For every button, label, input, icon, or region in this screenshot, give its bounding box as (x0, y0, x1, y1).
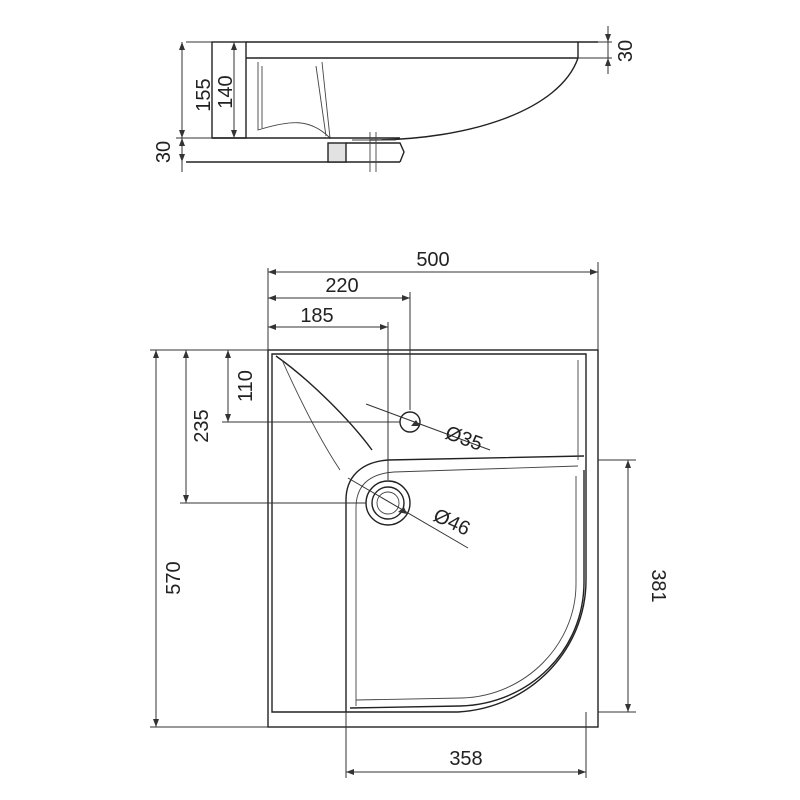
arrow (268, 324, 276, 330)
arrow (268, 269, 276, 275)
arrow (179, 138, 185, 146)
arrow (153, 350, 159, 358)
drain-diameter-label: Ø46 (430, 505, 474, 541)
drain-outline (327, 142, 347, 163)
arrowheads (153, 34, 631, 775)
arrow (183, 350, 189, 358)
dim-140-label: 140 (215, 75, 237, 108)
arrow (231, 130, 237, 138)
basin-inner-rim (271, 353, 587, 713)
dim-235-label: 235 (191, 409, 213, 442)
dim-500-label: 500 (416, 249, 449, 271)
arrow (153, 719, 159, 727)
arrow (346, 769, 354, 775)
basin-outer-outline (267, 349, 599, 728)
top-view: 500 220 185 110 235 570 381 358 (150, 249, 669, 778)
arrow (578, 769, 586, 775)
shelf-ledge-inner (355, 465, 579, 706)
side-view: 155 140 30 30 (153, 26, 637, 172)
dim-110-label: 110 (235, 370, 257, 402)
drain-inner-ring (376, 491, 400, 515)
leader-drain (347, 477, 469, 549)
arrow (225, 414, 231, 422)
arrow (402, 295, 410, 301)
dim-185-label: 185 (300, 305, 333, 327)
bowl-curve (369, 57, 579, 141)
shelf-ledge (345, 455, 585, 712)
arrow (179, 130, 185, 138)
arrow (625, 460, 631, 468)
dim-570-label: 570 (163, 561, 185, 594)
drain-middle-ring (371, 486, 405, 520)
arrow (590, 269, 598, 275)
arrow (605, 58, 611, 66)
arrow (183, 495, 189, 503)
arrow (411, 420, 420, 426)
shelf-edge-inner (281, 359, 341, 471)
arrow (605, 34, 611, 42)
dim-381-label: 381 (647, 569, 669, 602)
dim-358-label: 358 (449, 748, 482, 770)
arrow (625, 704, 631, 712)
leader-tap-hole (365, 403, 491, 451)
arrow (398, 507, 407, 514)
arrow (268, 295, 276, 301)
dim-155-label: 155 (193, 78, 215, 111)
inner-trough-line-2 (315, 65, 327, 137)
arrow (179, 154, 185, 162)
shelf-edge (275, 355, 373, 451)
arrow (225, 350, 231, 358)
arrow (380, 324, 388, 330)
inner-trough (257, 61, 331, 140)
tap-hole-diameter-label: Ø35 (442, 422, 485, 456)
drain-body (328, 143, 346, 162)
drain-flange (346, 142, 405, 163)
arrow (179, 42, 185, 50)
dim-30-top-label: 30 (615, 40, 637, 62)
dim-30-bottom-label: 30 (153, 141, 175, 163)
bowl-outline (349, 470, 585, 709)
arrow (231, 42, 237, 50)
bowl-outline-inner (355, 476, 577, 701)
dim-220-label: 220 (325, 275, 358, 297)
